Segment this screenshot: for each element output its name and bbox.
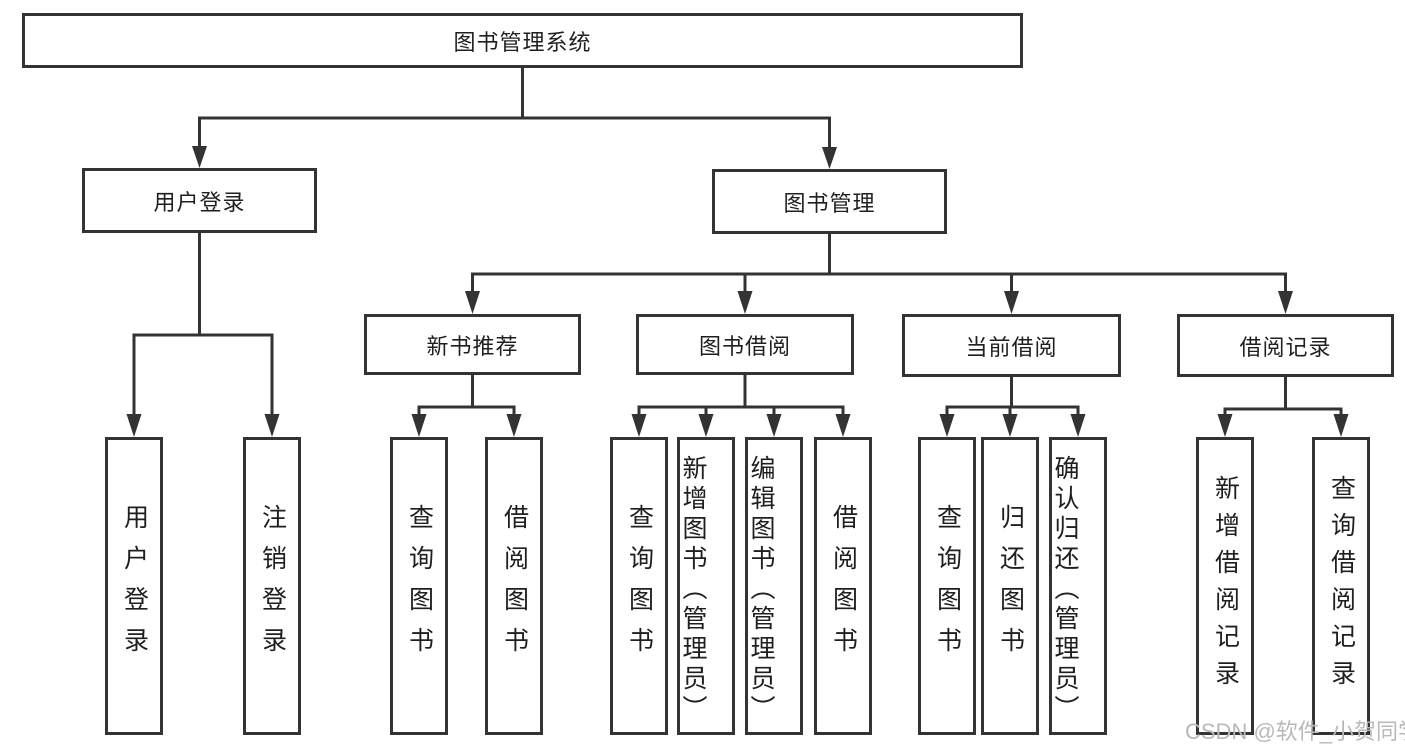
leaf-br-add-record-label: 新增借阅记录 xyxy=(1211,475,1240,697)
leaf-bb-add-books-label: 新增图书（管理员） xyxy=(679,454,707,725)
arrowhead xyxy=(939,414,955,437)
arrowhead xyxy=(506,414,522,437)
node-root-label: 图书管理系统 xyxy=(453,29,592,55)
node-root: 图书管理系统 xyxy=(22,13,1023,68)
leaf-nb-query-books: 查询图书 xyxy=(390,437,448,735)
arrowhead xyxy=(1070,414,1086,437)
arrowhead xyxy=(1333,414,1349,437)
leaf-br-query-record: 查询借阅记录 xyxy=(1312,437,1370,735)
leaf-bb-edit-books: 编辑图书（管理员） xyxy=(745,437,803,735)
leaf-cb-confirm-return-label: 确认归还（管理员） xyxy=(1051,454,1079,725)
node-current-borrow: 当前借阅 xyxy=(902,314,1121,377)
connector-borrow-records-children xyxy=(1217,377,1349,437)
node-user-login-label: 用户登录 xyxy=(153,189,246,215)
arrowhead xyxy=(126,414,142,437)
leaf-nb-query-books-label: 查询图书 xyxy=(405,504,434,668)
leaf-nb-borrow-books: 借阅图书 xyxy=(485,437,543,735)
node-new-book-rec: 新书推荐 xyxy=(364,314,581,375)
arrowhead xyxy=(1004,291,1019,314)
arrowhead xyxy=(411,414,427,437)
connector-root-to-level2 xyxy=(192,68,837,169)
leaf-br-query-record-label: 查询借阅记录 xyxy=(1327,475,1356,697)
leaf-nb-borrow-books-label: 借阅图书 xyxy=(500,504,529,668)
leaf-cb-return-books-label: 归还图书 xyxy=(996,504,1025,668)
arrowhead xyxy=(264,414,280,437)
node-user-login: 用户登录 xyxy=(82,168,317,233)
node-current-borrow-label: 当前借阅 xyxy=(965,334,1058,360)
node-borrow-records: 借阅记录 xyxy=(1177,314,1394,377)
arrowhead xyxy=(766,414,782,437)
arrowhead xyxy=(835,414,851,437)
node-book-mgmt-label: 图书管理 xyxy=(783,190,876,216)
leaf-logout-label: 注销登录 xyxy=(258,504,287,668)
node-borrow-records-label: 借阅记录 xyxy=(1239,334,1332,360)
arrowhead xyxy=(192,146,207,168)
leaf-user-login-label: 用户登录 xyxy=(120,504,149,668)
watermark: CSDN @软件_小贺同学 xyxy=(1185,719,1405,744)
arrowhead xyxy=(1278,291,1293,314)
arrowhead xyxy=(465,291,480,314)
connector-user-login-children xyxy=(126,233,280,437)
leaf-cb-query-books: 查询图书 xyxy=(918,437,976,735)
node-new-book-rec-label: 新书推荐 xyxy=(426,333,519,359)
node-book-borrow: 图书借阅 xyxy=(636,314,854,375)
connector-new-book-rec-children xyxy=(411,375,522,437)
connector-current-borrow-children xyxy=(939,377,1086,437)
leaf-logout: 注销登录 xyxy=(243,437,301,735)
connector-book-mgmt-children xyxy=(465,234,1293,314)
leaf-bb-add-books: 新增图书（管理员） xyxy=(677,437,735,735)
arrowhead xyxy=(737,291,753,314)
leaf-bb-query-books-label: 查询图书 xyxy=(625,504,654,668)
arrowhead xyxy=(1002,414,1018,437)
leaf-bb-borrow-books: 借阅图书 xyxy=(814,437,872,735)
arrowhead xyxy=(631,414,647,437)
connector-book-borrow-children xyxy=(631,375,851,437)
leaf-bb-query-books: 查询图书 xyxy=(610,437,668,735)
leaf-cb-query-books-label: 查询图书 xyxy=(933,504,962,668)
node-book-borrow-label: 图书借阅 xyxy=(698,333,791,359)
node-book-mgmt: 图书管理 xyxy=(712,169,947,234)
leaf-cb-return-books: 归还图书 xyxy=(981,437,1039,735)
arrowhead xyxy=(1217,414,1233,437)
leaf-cb-confirm-return: 确认归还（管理员） xyxy=(1049,437,1107,735)
arrowhead xyxy=(822,147,837,169)
leaf-bb-edit-books-label: 编辑图书（管理员） xyxy=(747,454,775,725)
leaf-br-add-record: 新增借阅记录 xyxy=(1196,437,1254,735)
arrowhead xyxy=(698,414,714,437)
leaf-user-login: 用户登录 xyxy=(105,437,163,735)
leaf-bb-borrow-books-label: 借阅图书 xyxy=(829,504,858,668)
